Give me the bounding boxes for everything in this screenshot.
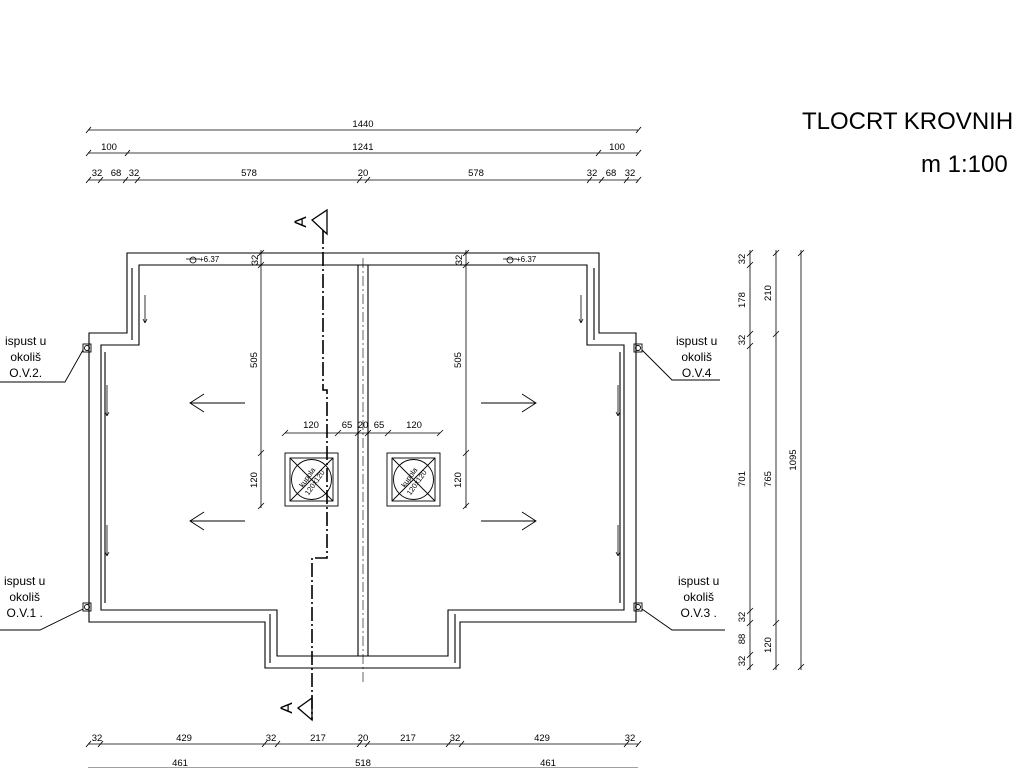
dim-rc1-2: 32 xyxy=(737,335,748,346)
dim-rc1-1: 178 xyxy=(737,292,748,308)
dim-left-32: 32 xyxy=(250,255,261,266)
dim-bot1-4: 20 xyxy=(358,733,369,744)
level-right: +6.37 xyxy=(516,255,537,264)
section-line: A A xyxy=(277,208,328,722)
dim-top3-6: 32 xyxy=(587,168,598,179)
section-mark-bottom: A xyxy=(277,702,296,714)
dim-dome-0: 120 xyxy=(303,420,319,431)
roof-outline xyxy=(88,252,637,669)
dim-top3-2: 32 xyxy=(129,168,140,179)
dim-right-32: 32 xyxy=(454,255,465,266)
dim-rc1-3: 701 xyxy=(737,471,748,487)
callout-ov2-line2: okoliš xyxy=(10,350,42,364)
dim-top3-4: 20 xyxy=(358,168,369,179)
drain-outlets xyxy=(0,343,725,631)
dim-rc1-4: 32 xyxy=(737,612,748,623)
dim-top2-middle: 1241 xyxy=(352,142,373,153)
callout-ov2: ispust u okoliš O.V.2. xyxy=(5,333,46,381)
right-dimension-chains xyxy=(746,249,805,671)
dim-rc1-6: 32 xyxy=(737,656,748,667)
dim-rc1-5: 88 xyxy=(737,634,748,645)
interior-dimensions xyxy=(257,249,470,510)
callout-ov2-line1: ispust u xyxy=(5,334,47,348)
dim-rc2-1: 765 xyxy=(763,471,774,487)
callout-ov3-line1: ispust u xyxy=(678,574,720,588)
dim-bot1-3: 217 xyxy=(310,733,326,744)
dim-bot2-1: 518 xyxy=(355,758,371,768)
top-dimension-chain: 1440 100 1241 100 32 68 32 578 20 578 32… xyxy=(85,119,642,184)
dim-top3-1: 68 xyxy=(111,168,122,179)
dim-top2-left: 100 xyxy=(101,142,117,153)
dim-rc3: 1095 xyxy=(788,449,799,470)
callout-ov1: ispust u okoliš O.V.1 . xyxy=(4,573,45,621)
callout-ov1-line3: O.V.1 . xyxy=(6,606,43,620)
dim-bot1-8: 32 xyxy=(625,733,636,744)
dim-dome-4: 120 xyxy=(406,420,422,431)
callout-ov1-line2: okoliš xyxy=(9,590,41,604)
section-mark-top: A xyxy=(291,216,310,228)
drawing-scale: m 1:100 xyxy=(921,151,1008,178)
callout-ov4: ispust u okoliš O.V.4 xyxy=(676,333,717,381)
dim-bot1-6: 32 xyxy=(450,733,461,744)
callout-ov3-line2: okoliš xyxy=(683,590,715,604)
dim-left-505: 505 xyxy=(249,352,260,368)
dim-rc2-0: 210 xyxy=(763,285,774,301)
dim-top3-5: 578 xyxy=(468,168,484,179)
callout-ov2-line3: O.V.2. xyxy=(9,366,43,380)
dim-bot1-5: 217 xyxy=(400,733,416,744)
dim-bot1-2: 32 xyxy=(266,733,277,744)
dim-right-505: 505 xyxy=(453,352,464,368)
dim-top2-right: 100 xyxy=(609,142,625,153)
callout-ov4-line2: okoliš xyxy=(681,350,713,364)
dim-right-120: 120 xyxy=(453,472,464,488)
dome-right xyxy=(386,452,441,507)
dim-bot1-1: 429 xyxy=(176,733,192,744)
callout-ov3: ispust u okoliš O.V.3 . xyxy=(678,573,719,621)
callout-ov1-line1: ispust u xyxy=(4,574,46,588)
slope-arrows xyxy=(189,393,537,531)
dim-bot1-0: 32 xyxy=(92,733,103,744)
dim-bot2-0: 461 xyxy=(172,758,188,768)
dim-bot2-2: 461 xyxy=(540,758,556,768)
gutter-arrows xyxy=(104,295,621,557)
bottom-dimension-chain: 32 429 32 217 20 217 32 429 32 461 518 4… xyxy=(85,733,642,768)
level-left: +6.37 xyxy=(199,255,220,264)
dome-left xyxy=(284,452,339,507)
dim-bot1-7: 429 xyxy=(534,733,550,744)
dim-dome-1: 65 xyxy=(342,420,353,431)
callout-ov4-line3: O.V.4 xyxy=(681,366,712,380)
dim-dome-3: 65 xyxy=(374,420,385,431)
drawing-title: TLOCRT KROVNIH xyxy=(802,108,1014,135)
callout-ov4-line1: ispust u xyxy=(676,334,718,348)
dim-top3-0: 32 xyxy=(92,168,103,179)
dim-rc1-0: 32 xyxy=(737,254,748,265)
dim-total-width: 1440 xyxy=(352,119,373,130)
dim-top3-7: 68 xyxy=(606,168,617,179)
dim-top3-8: 32 xyxy=(625,168,636,179)
dim-rc2-2: 120 xyxy=(763,637,774,653)
level-marks: +6.37 +6.37 xyxy=(186,255,537,264)
dim-dome-2: 20 xyxy=(358,420,369,431)
dim-top3-3: 578 xyxy=(241,168,257,179)
callout-ov3-line3: O.V.3 . xyxy=(680,606,717,620)
dim-left-120: 120 xyxy=(249,472,260,488)
